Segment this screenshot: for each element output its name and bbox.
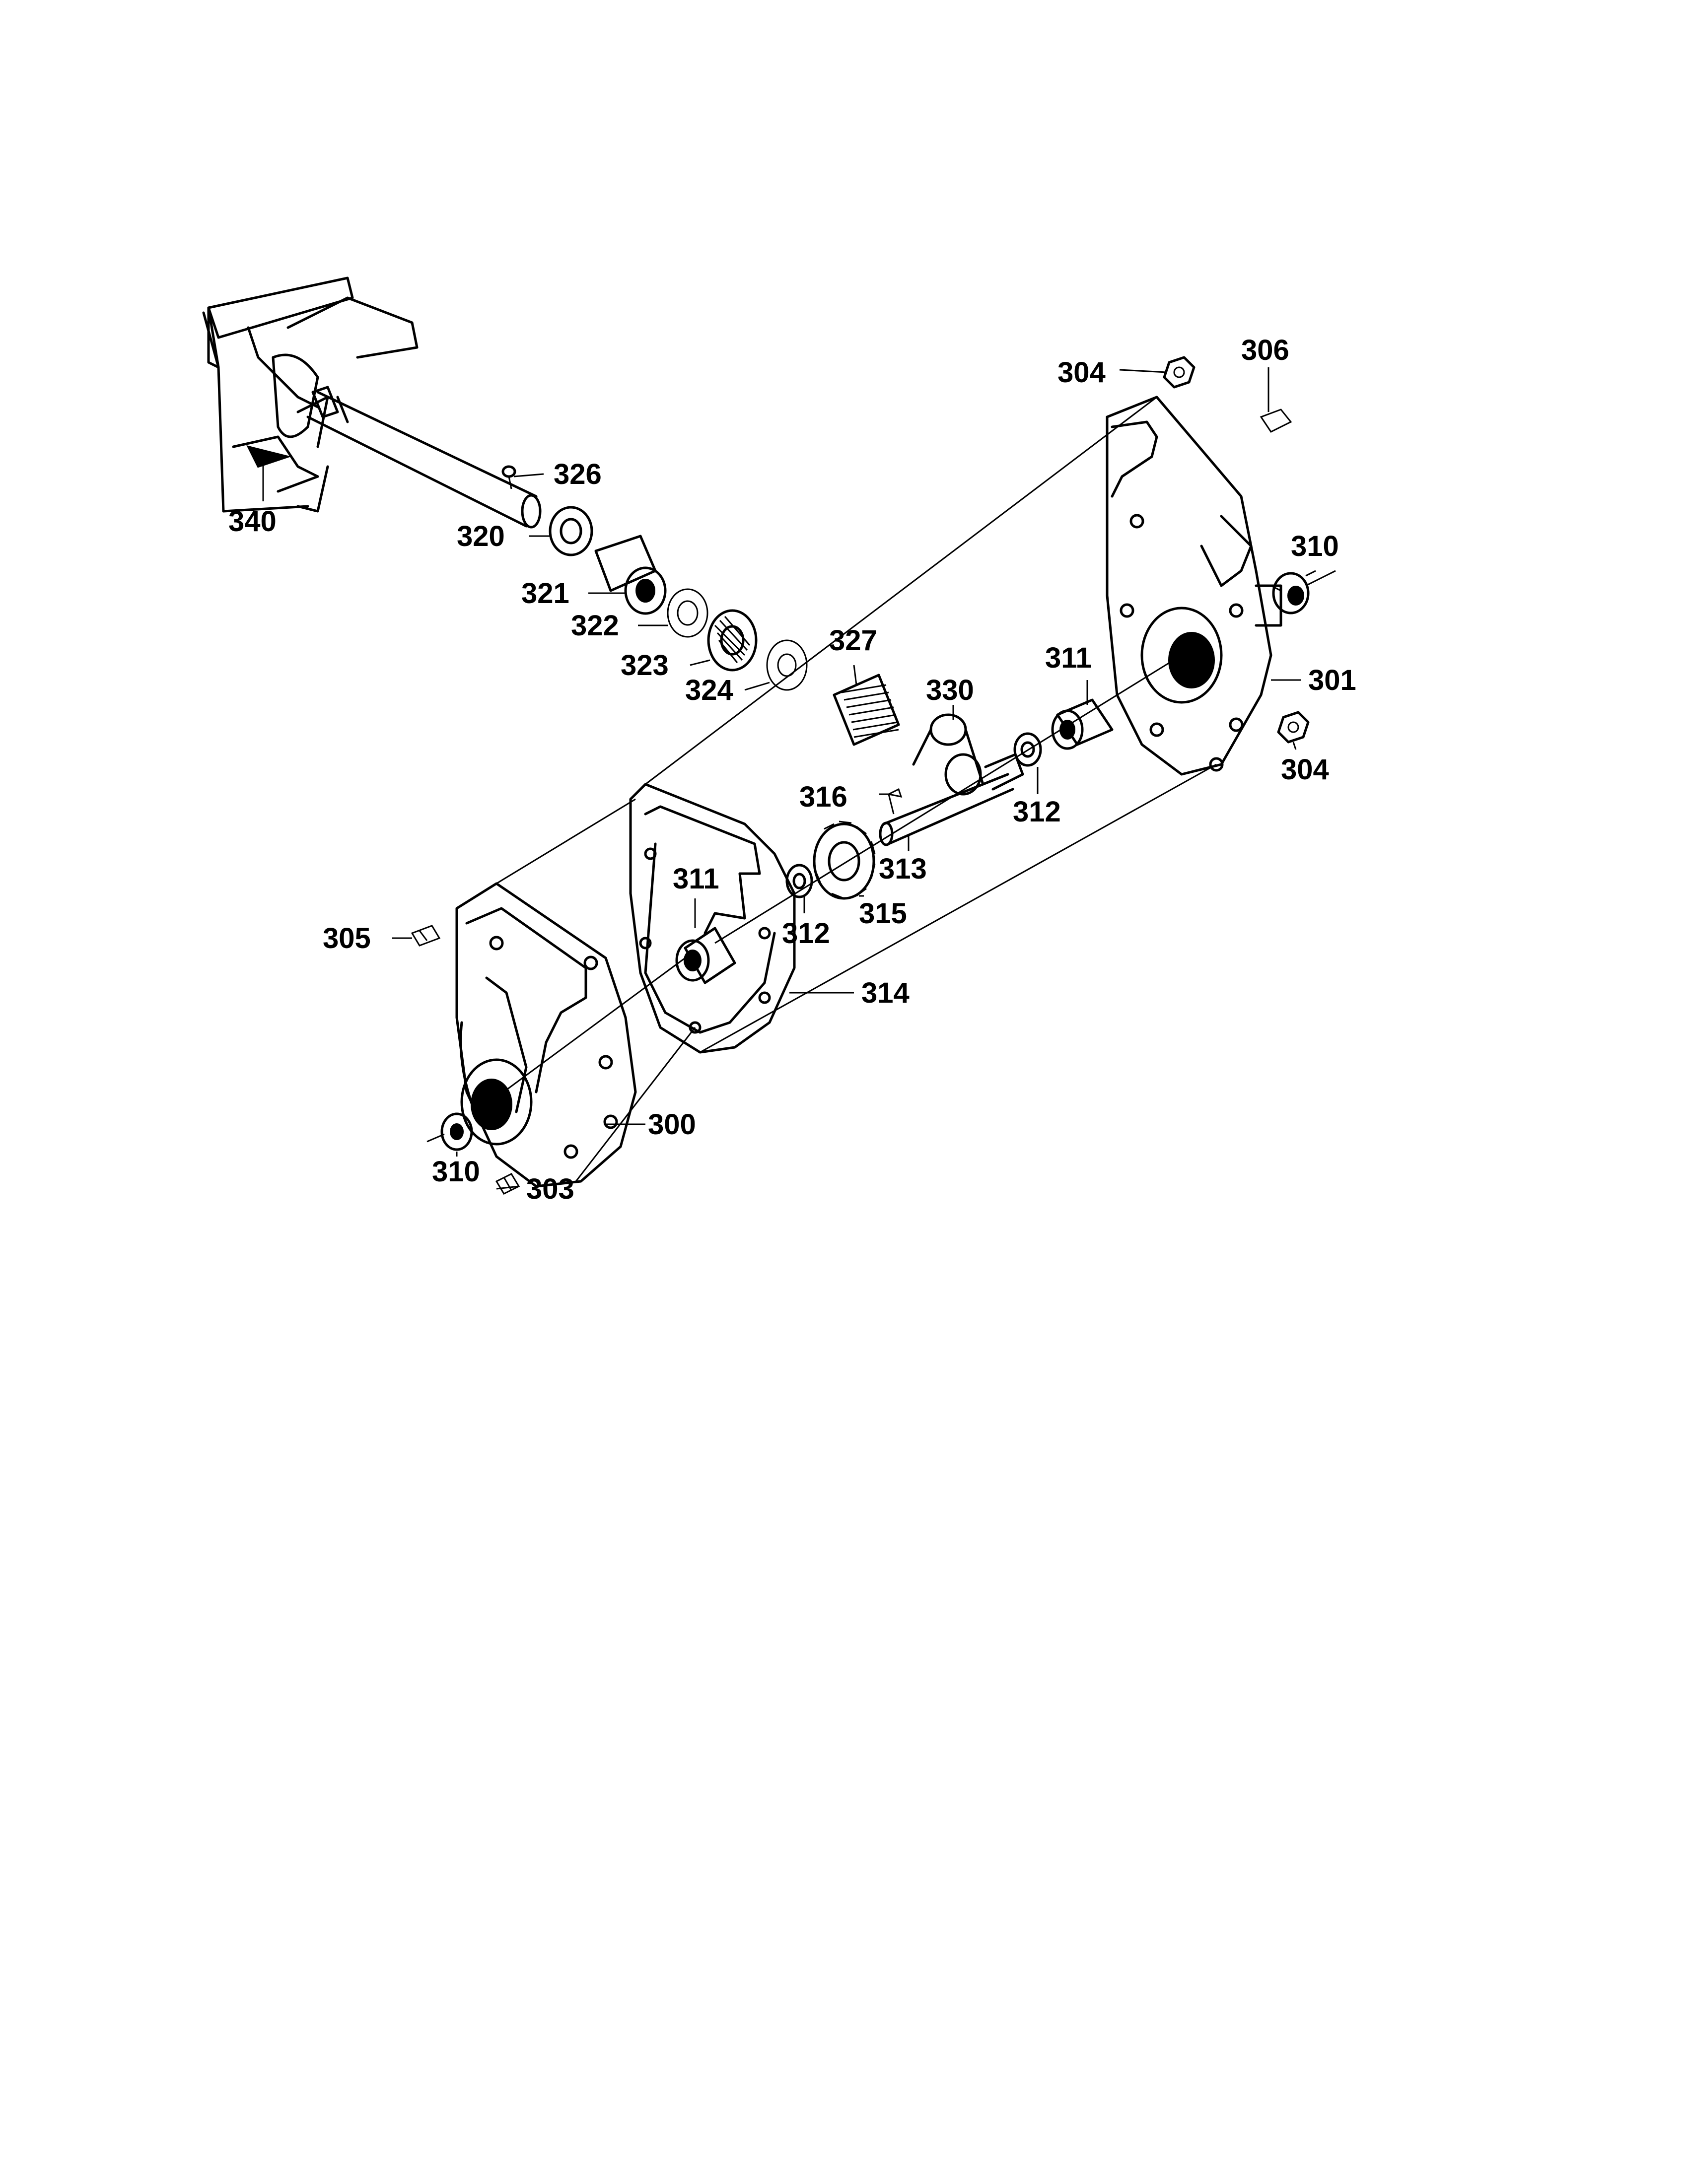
key-316: [886, 788, 903, 798]
washer-322: [667, 588, 708, 638]
auger-impeller-340: [202, 276, 542, 529]
washer-312-lower: [785, 864, 813, 898]
nut-304-lower: [1277, 711, 1310, 744]
bolt-306: [1260, 409, 1292, 433]
callout-320: 320: [457, 520, 505, 552]
callout-304-lower: 304: [1281, 753, 1329, 786]
bearing-321: [594, 535, 667, 615]
washer-324: [766, 639, 808, 691]
callout-300: 300: [648, 1108, 696, 1141]
callout-310-right: 310: [1291, 530, 1339, 562]
callout-326: 326: [554, 458, 602, 490]
callout-303: 303: [526, 1173, 574, 1205]
callout-311-lower: 311: [673, 863, 719, 895]
callout-321: 321: [521, 577, 569, 610]
callout-340: 340: [228, 505, 277, 538]
gear-housing-300: [455, 882, 637, 1188]
washer-312-upper: [1013, 732, 1042, 767]
thrust-bearing-323: [707, 609, 758, 672]
sleeve-330: [912, 713, 1024, 796]
callout-312-lower: 312: [782, 917, 830, 950]
pin-326: [501, 465, 516, 489]
callout-314: 314: [861, 977, 910, 1009]
bushing-311-upper: [1051, 698, 1114, 750]
callout-labels: 326 340 320 321 322 323 324 327 330 311 …: [228, 334, 1356, 1205]
callout-330: 330: [926, 674, 974, 706]
callout-323: 323: [621, 649, 669, 682]
bearing-310-left: [426, 1112, 473, 1151]
callout-315: 315: [859, 897, 907, 930]
callout-301: 301: [1308, 664, 1356, 696]
callout-311-upper: 311: [1045, 642, 1092, 674]
callout-312-upper: 312: [1013, 796, 1061, 828]
callout-324: 324: [685, 674, 733, 706]
gear-housing-301: [1106, 396, 1282, 776]
gear-315: [813, 820, 876, 900]
alignment-lines: [476, 396, 1217, 1182]
worm-gear-327: [833, 674, 900, 746]
bushing-311-lower: [675, 927, 736, 984]
callout-310-left: 310: [432, 1156, 480, 1188]
callout-305: 305: [323, 922, 371, 955]
gasket-314: [629, 783, 796, 1054]
callout-313: 313: [879, 853, 927, 885]
shaft-313: [879, 773, 1014, 846]
callout-304-upper: 304: [1057, 356, 1106, 389]
washer-320: [549, 506, 593, 556]
callout-316: 316: [799, 781, 847, 813]
bolt-305: [411, 925, 441, 947]
nut-304-upper: [1163, 356, 1196, 389]
callout-322: 322: [571, 610, 619, 642]
bearing-310-right: [1270, 570, 1336, 614]
callout-306: 306: [1241, 334, 1289, 366]
callout-327: 327: [829, 624, 877, 657]
leader-lines: [262, 367, 1316, 1190]
screw-303: [495, 1173, 520, 1195]
